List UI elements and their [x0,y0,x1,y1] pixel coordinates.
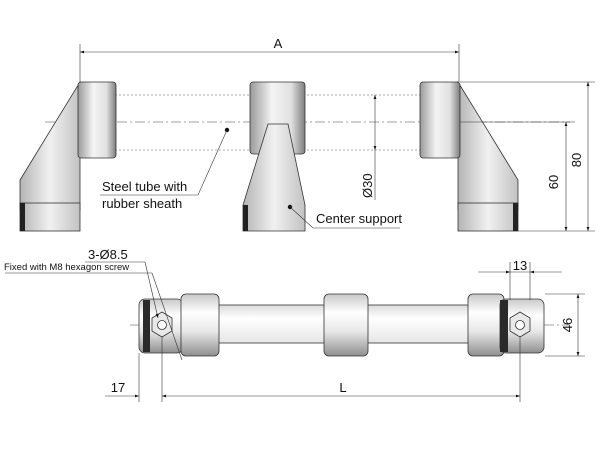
right-end-shadow [500,300,508,352]
center-foot-shadow [243,205,248,231]
right-end-collar [467,293,505,357]
hole-callout-leader [144,261,159,319]
center-support-label: Center support [316,211,402,226]
dim-a-label: A [274,36,283,51]
dim-13-label: 13 [513,258,527,273]
left-bracket-foot [19,202,81,232]
hole-spec-label: 3-Ø8.5 [88,247,128,262]
fixing-note-label: Fixed with M8 hexagon screw [4,262,129,273]
right-screw-hole-icon [515,320,525,330]
front-view: A Ø30 60 80 Steel tube with rubber sheat… [19,36,595,232]
dim-17-label: 17 [111,380,125,395]
right-bracket-foot [457,202,519,232]
right-bracket-head [419,81,461,159]
dim-46-label: 46 [560,318,575,332]
dim-60-label: 60 [546,175,561,189]
tube-label-line2: rubber sheath [102,196,182,211]
left-screw-hole-icon [157,320,167,330]
center-collar [323,293,369,357]
fixing-note-leader [151,272,183,361]
left-end-collar [180,293,220,357]
left-bracket-leg [19,80,81,211]
tube-callout-leader [100,129,228,196]
tube-label-line1: Steel tube with [102,179,187,194]
dim-diameter-label: Ø30 [360,173,375,198]
center-callout-leader [289,206,400,229]
dim-l-label: L [339,380,346,395]
dim-80-label: 80 [569,153,584,167]
right-foot-shadow [513,203,518,231]
top-view: 3-Ø8.5 Fixed with M8 hexagon screw 13 46… [4,247,585,402]
left-bracket-head [77,81,117,159]
left-end-shadow [143,300,150,352]
left-foot-shadow [20,203,25,231]
right-bracket-leg [457,80,519,211]
